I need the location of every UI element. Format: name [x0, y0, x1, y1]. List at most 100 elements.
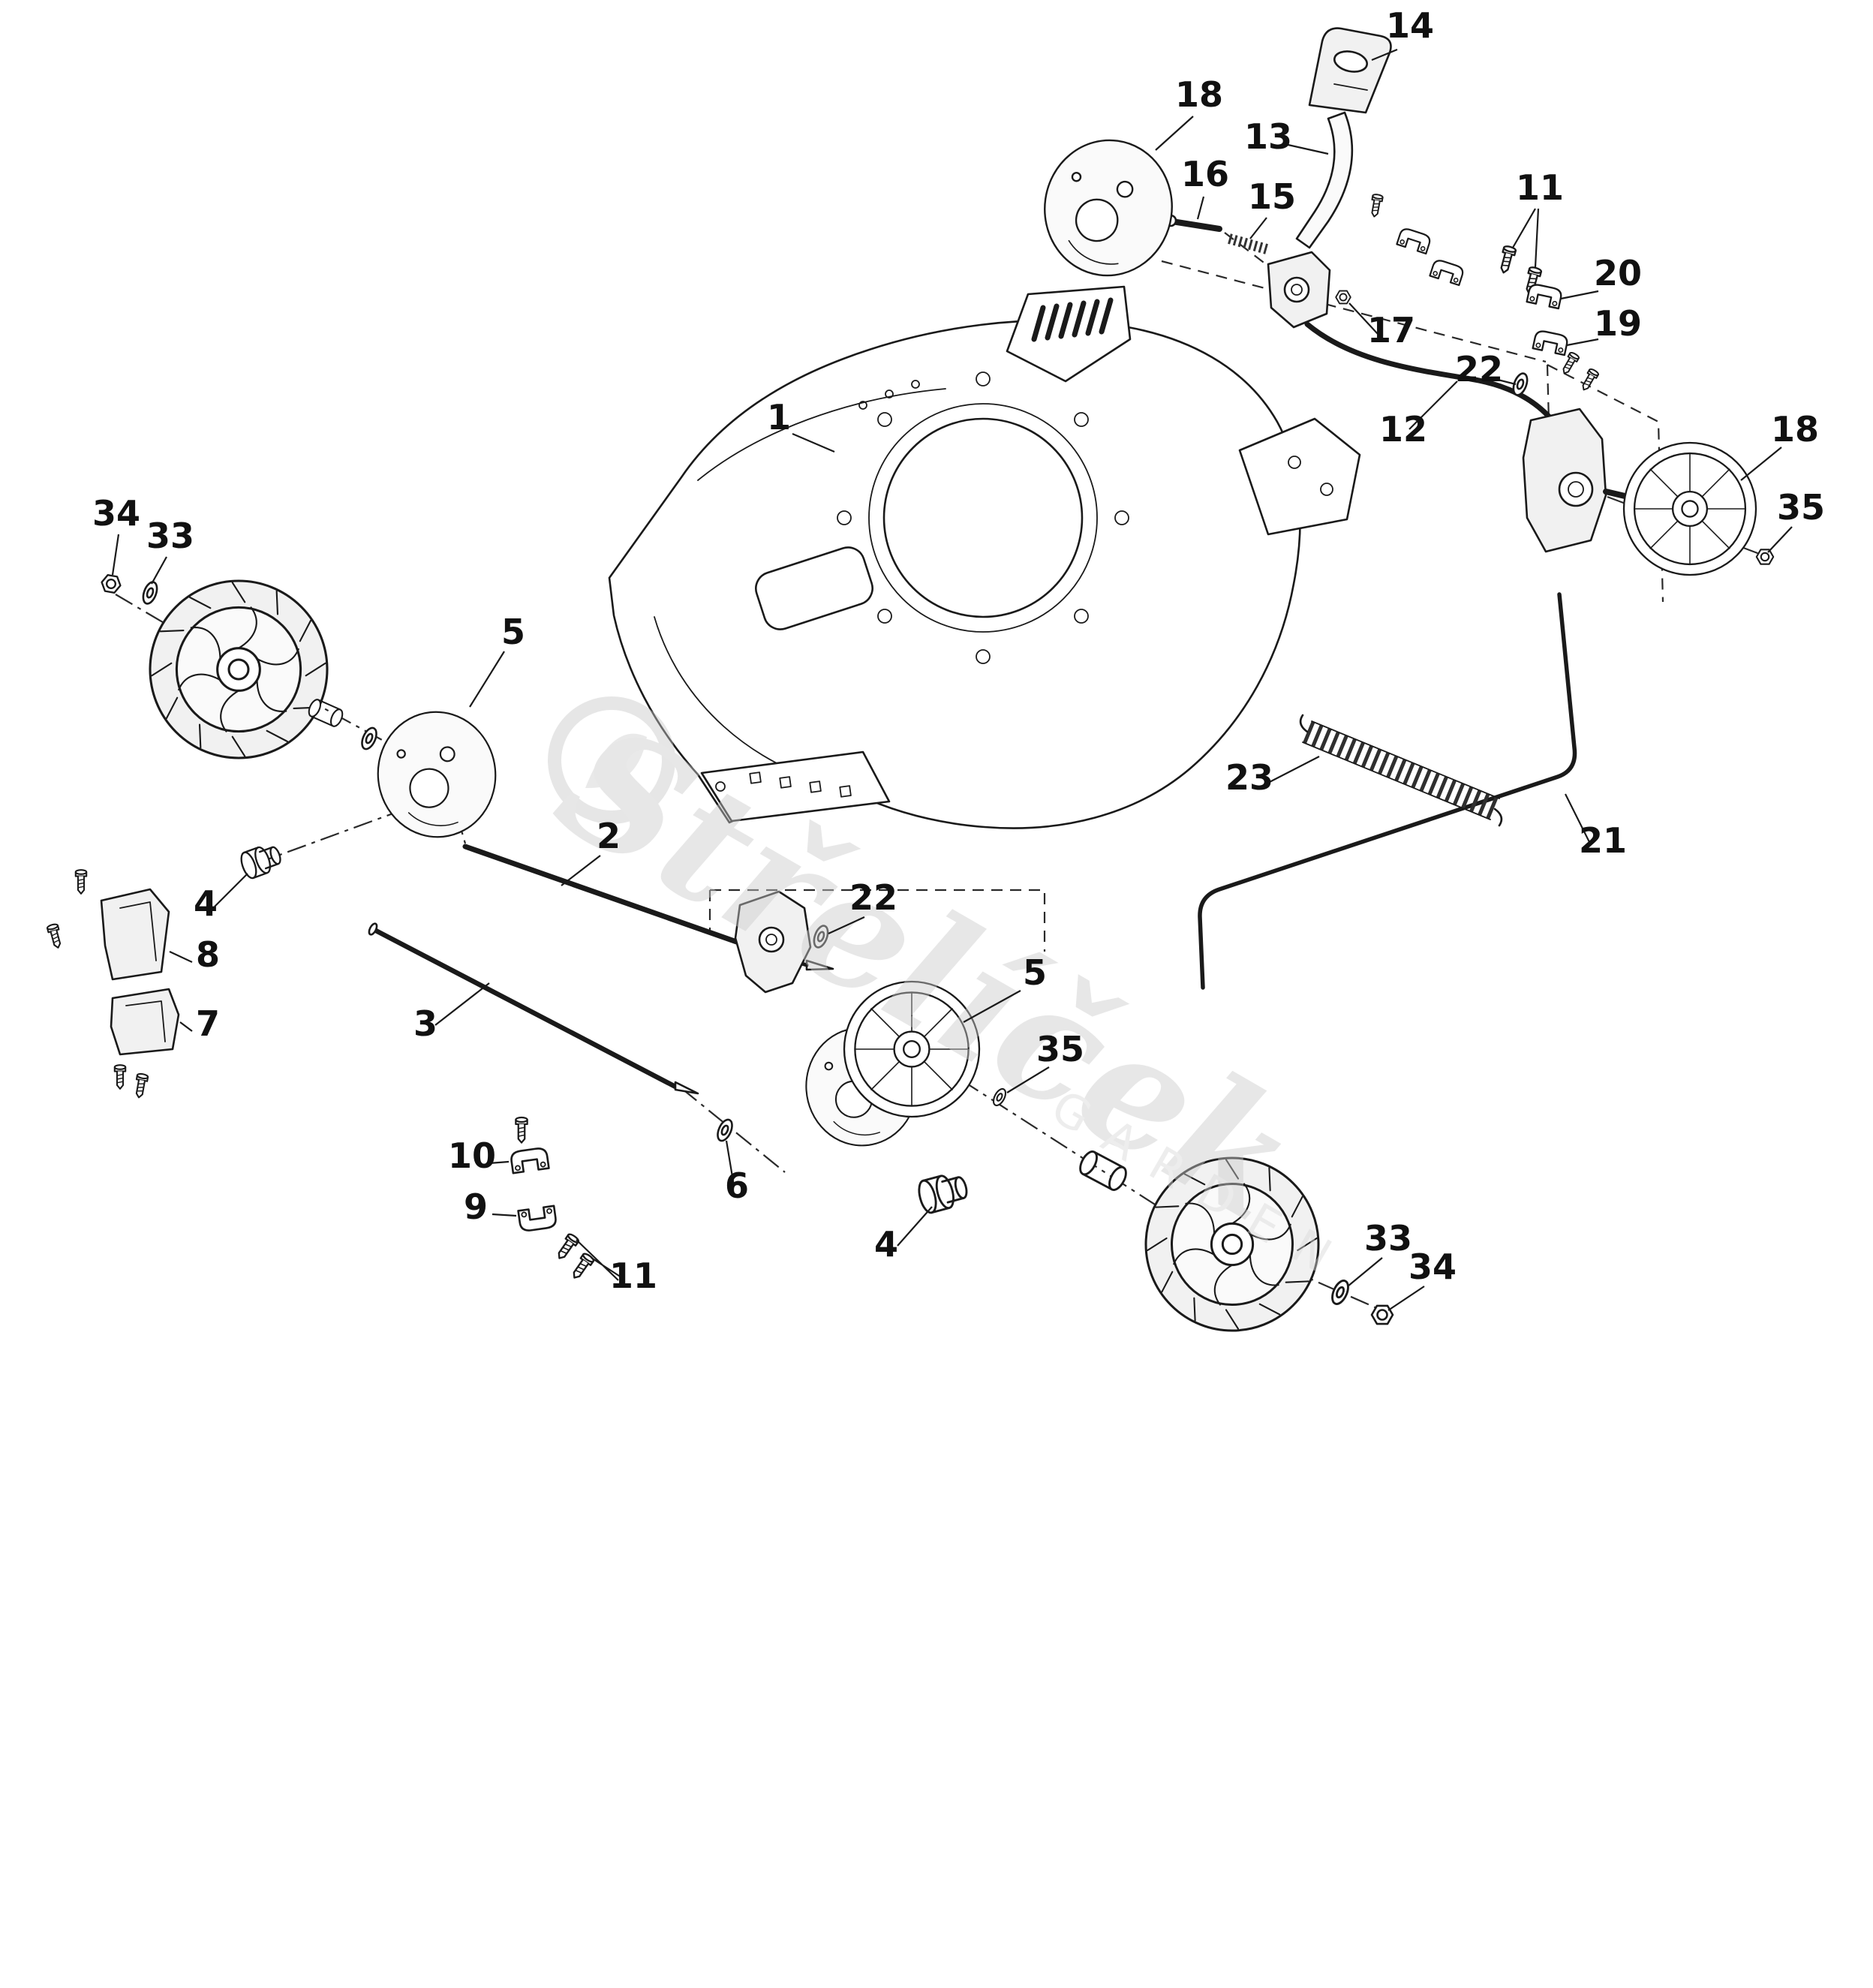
axle-group [368, 844, 834, 1144]
callout-33-bottom: 33 [1364, 1218, 1412, 1259]
axis-left-hub [115, 594, 175, 630]
callout-5-mid: 5 [1023, 952, 1047, 993]
callout-34-left: 34 [92, 493, 140, 534]
axis-rod3-washer [681, 1087, 786, 1173]
callout-35-mid: 35 [1036, 1029, 1084, 1069]
screw-7-b [132, 1072, 149, 1099]
leader-9 [492, 1213, 517, 1217]
screw-11-c [553, 1232, 581, 1263]
leader-35-mid [1006, 1066, 1050, 1093]
leader-35-right [1767, 526, 1793, 553]
leader-8 [169, 951, 193, 963]
callout-7: 7 [196, 1003, 220, 1044]
callout-20: 20 [1594, 253, 1642, 293]
callout-12: 12 [1379, 409, 1427, 450]
screw-8-a [74, 869, 88, 895]
callouts: 14 18 13 16 15 11 20 19 22 17 12 18 35 1… [92, 5, 1825, 1296]
bottom-clamp-group [509, 1116, 596, 1283]
front-left-wheel [149, 579, 329, 759]
leader-15 [1249, 217, 1267, 239]
leader-34-left [111, 534, 120, 576]
dash-boundary-mid [708, 889, 1046, 952]
leader-33-bottom [1347, 1257, 1383, 1287]
bearing-washer-left [358, 724, 380, 753]
leader-18-top [1155, 116, 1194, 151]
shield-5-left [371, 705, 503, 844]
right-wheel-group [1198, 408, 1775, 990]
axis-mid-to-big-wheel [931, 1060, 1206, 1238]
spring-15 [1228, 233, 1268, 254]
leader-7 [179, 1021, 193, 1032]
leader-4-left [214, 873, 248, 907]
blade-opening-flange [868, 403, 1098, 633]
height-bracket-mid [734, 890, 812, 994]
callout-11-bottom: 11 [609, 1256, 657, 1296]
clamp-10 [509, 1146, 550, 1174]
screw-10 [515, 1116, 528, 1144]
deck-discharge-slot [755, 546, 873, 630]
screw-7-a [113, 1064, 127, 1090]
callout-34-bottom: 34 [1409, 1247, 1457, 1287]
leader-22-right [1494, 377, 1517, 386]
screw-19-b [1578, 367, 1601, 393]
deck-right-bracket [1238, 417, 1361, 536]
callout-1: 1 [767, 397, 791, 438]
spacer-4-bottom [915, 1169, 972, 1216]
leader-17 [1348, 302, 1378, 335]
leader-23 [1266, 756, 1320, 784]
nut-34-left [99, 573, 123, 595]
leader-6 [725, 1140, 735, 1186]
lever-arm-13 [1295, 111, 1354, 249]
leader-21 [1565, 793, 1590, 843]
washer-6 [714, 1116, 736, 1144]
clamp-19 [1532, 329, 1570, 356]
screw-11-d [568, 1251, 596, 1283]
callout-2: 2 [597, 816, 621, 856]
axle-rod-3 [368, 922, 699, 1095]
screw-top-a [1368, 193, 1384, 218]
watermark-logo [548, 696, 675, 824]
leader-10 [489, 1160, 510, 1165]
leader-5-left [469, 651, 505, 708]
callout-22-right: 22 [1455, 349, 1503, 389]
pivot-bolt-17 [1335, 290, 1351, 305]
deck-bolt-holes [837, 371, 1129, 664]
callout-23: 23 [1225, 757, 1273, 798]
clamp-top-a [1396, 226, 1433, 255]
callout-5-left: 5 [501, 612, 525, 652]
callout-15: 15 [1248, 176, 1296, 217]
lever-grip-14 [1308, 27, 1392, 114]
callout-14: 14 [1386, 5, 1434, 46]
screw-8-b [46, 922, 65, 950]
leader-18-right [1740, 447, 1782, 481]
top-hardware-group [1164, 193, 1601, 399]
leader-1 [792, 432, 835, 453]
deck-front-skirt [700, 750, 891, 823]
callout-13: 13 [1244, 116, 1292, 157]
callout-4-left: 4 [194, 883, 218, 924]
callout-17: 17 [1367, 310, 1415, 350]
cover-bracket-8 [100, 888, 170, 981]
nut-35-right [1755, 549, 1775, 565]
pivot-bracket-17 [1267, 251, 1331, 329]
leader-16 [1196, 196, 1205, 220]
deck-housing [608, 285, 1361, 829]
callout-4-bottom: 4 [874, 1224, 898, 1265]
dash-shield-to-right [1161, 260, 1547, 363]
leader-11-top [1512, 208, 1540, 268]
callout-3: 3 [413, 1003, 437, 1044]
rear-right-wheel-18 [1622, 441, 1757, 576]
axis-left-spacer [265, 808, 406, 862]
callout-8: 8 [196, 934, 220, 975]
callout-9: 9 [464, 1186, 488, 1227]
shield-18-top [1035, 131, 1182, 285]
bearing-sleeve-left [305, 696, 346, 729]
washer-33-left [140, 579, 161, 607]
leader-22-mid [828, 916, 865, 934]
clamp-bracket-7 [110, 988, 180, 1056]
leader-2 [561, 855, 601, 886]
leader-34-bottom [1387, 1286, 1425, 1311]
callout-35-right: 35 [1777, 487, 1825, 528]
